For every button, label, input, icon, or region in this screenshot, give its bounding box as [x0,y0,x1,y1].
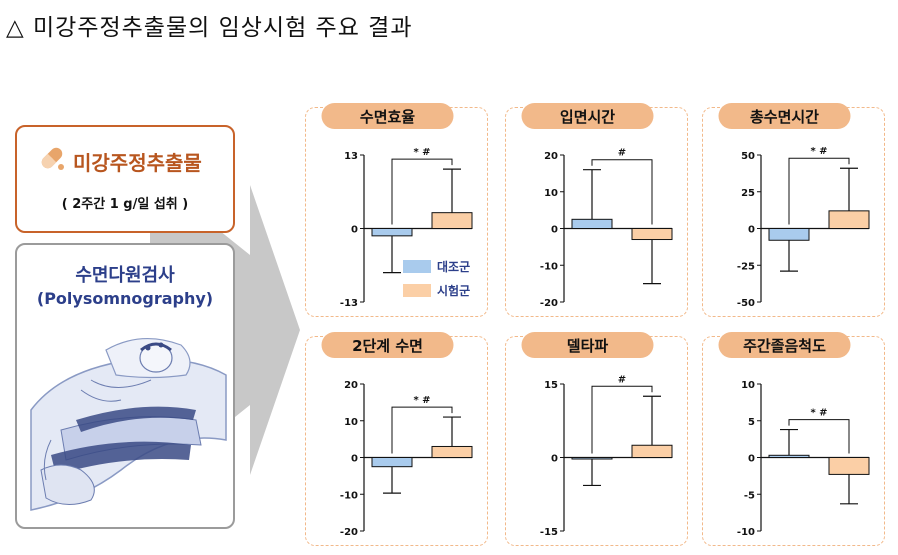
legend-swatch-control [403,260,431,273]
psg-subtitle: (Polysomnography) [36,289,214,308]
y-tick-label: 10 [741,380,755,391]
significance-bracket [591,159,653,225]
significance-bracket [391,406,453,454]
y-tick-label: -15 [540,527,558,538]
bar-test [431,212,473,229]
chart-svg: 입면시간 20 10 0 -10 -20 # [521,103,673,309]
chart-svg: 델타파 15 0 -15 # [521,332,673,538]
significance-bracket [591,385,653,454]
chart-panel: 주간졸음척도 10 5 0 -5 -10 * # [702,332,885,546]
supplement-name: 미강주정추출물 [73,151,202,175]
y-tick-label: 10 [544,188,558,199]
chart-title-pill [521,332,654,358]
chart-title-pill [521,103,654,129]
chart-title: 수면효율 [360,108,415,126]
chart-title-pill [321,103,454,129]
y-tick-label: 13 [344,151,358,162]
y-tick-label: -13 [340,298,358,309]
y-tick-label: 0 [551,225,558,236]
bar-test [828,210,870,229]
significance-bracket [788,419,850,454]
sleeping-patient-illustration [30,337,227,511]
significance-bracket [788,157,850,225]
y-tick-label: 0 [551,454,558,465]
chart-svg: 2단계 수면 20 10 0 -10 -20 * # [321,332,473,538]
chart-title-pill [718,332,851,358]
y-tick-label: 0 [351,225,358,236]
bar-test [828,457,870,475]
y-tick-label: -20 [540,298,558,309]
bar-control [571,218,613,229]
y-tick-label: 50 [741,151,755,162]
chart-svg: 주간졸음척도 10 5 0 -5 -10 * # [718,332,870,538]
y-tick-label: 20 [344,380,358,391]
y-tick-label: -10 [737,527,755,538]
y-tick-label: -20 [340,527,358,538]
chart-title-pill [718,103,851,129]
chart-svg: 총수면시간 50 25 0 -25 -50 * # [718,103,870,309]
bar-test [631,228,673,241]
supplement-dose: ( 2주간 1 g/일 섭취 ) [61,197,189,212]
y-tick-label: 0 [748,454,755,465]
y-tick-label: -5 [744,490,755,501]
chart-panel: 2단계 수면 20 10 0 -10 -20 * # [305,332,488,546]
chart-title: 총수면시간 [750,108,819,126]
psg-box: 수면다원검사 (Polysomnography) [15,243,235,529]
significance-marker: * # [413,147,430,158]
significance-bracket [391,158,453,225]
capsule-icon [41,147,64,170]
bar-test [631,444,673,458]
chart-title: 2단계 수면 [352,337,423,355]
significance-marker: * # [413,395,430,406]
y-tick-label: -10 [540,261,558,272]
y-tick-label: -25 [737,261,755,272]
y-tick-label: 0 [748,225,755,236]
legend-label-control: 대조군 [437,260,470,274]
supplement-box: 미강주정추출물 ( 2주간 1 g/일 섭취 ) [15,125,235,233]
chart-panel: 델타파 15 0 -15 # [505,332,688,546]
y-tick-label: 25 [741,188,755,199]
bar-control [371,457,413,468]
y-tick-label: -50 [737,298,755,309]
y-tick-label: -10 [340,490,358,501]
significance-marker: # [618,148,626,159]
bar-control [768,228,810,241]
significance-marker: * # [810,408,827,419]
bar-control [768,454,810,458]
chart-title: 입면시간 [560,108,615,126]
legend-swatch-test [403,284,431,297]
chart-title-pill [321,332,454,358]
y-tick-label: 5 [748,417,755,428]
y-tick-label: 15 [544,380,558,391]
y-tick-label: 10 [344,417,358,428]
chart-panel: 총수면시간 50 25 0 -25 -50 * # [702,103,885,317]
psg-title: 수면다원검사 [75,265,175,286]
bar-control [371,228,413,237]
legend-label-test: 시험군 [437,283,470,298]
chart-panel: 입면시간 20 10 0 -10 -20 # [505,103,688,317]
chart-title: 주간졸음척도 [743,337,826,355]
page-title: △ 미강주정추출물의 임상시험 주요 결과 [6,15,413,41]
significance-marker: # [618,374,626,385]
bar-test [431,445,473,458]
y-tick-label: 0 [351,454,358,465]
significance-marker: * # [810,146,827,157]
y-tick-label: 20 [544,151,558,162]
chart-title: 델타파 [567,337,609,355]
